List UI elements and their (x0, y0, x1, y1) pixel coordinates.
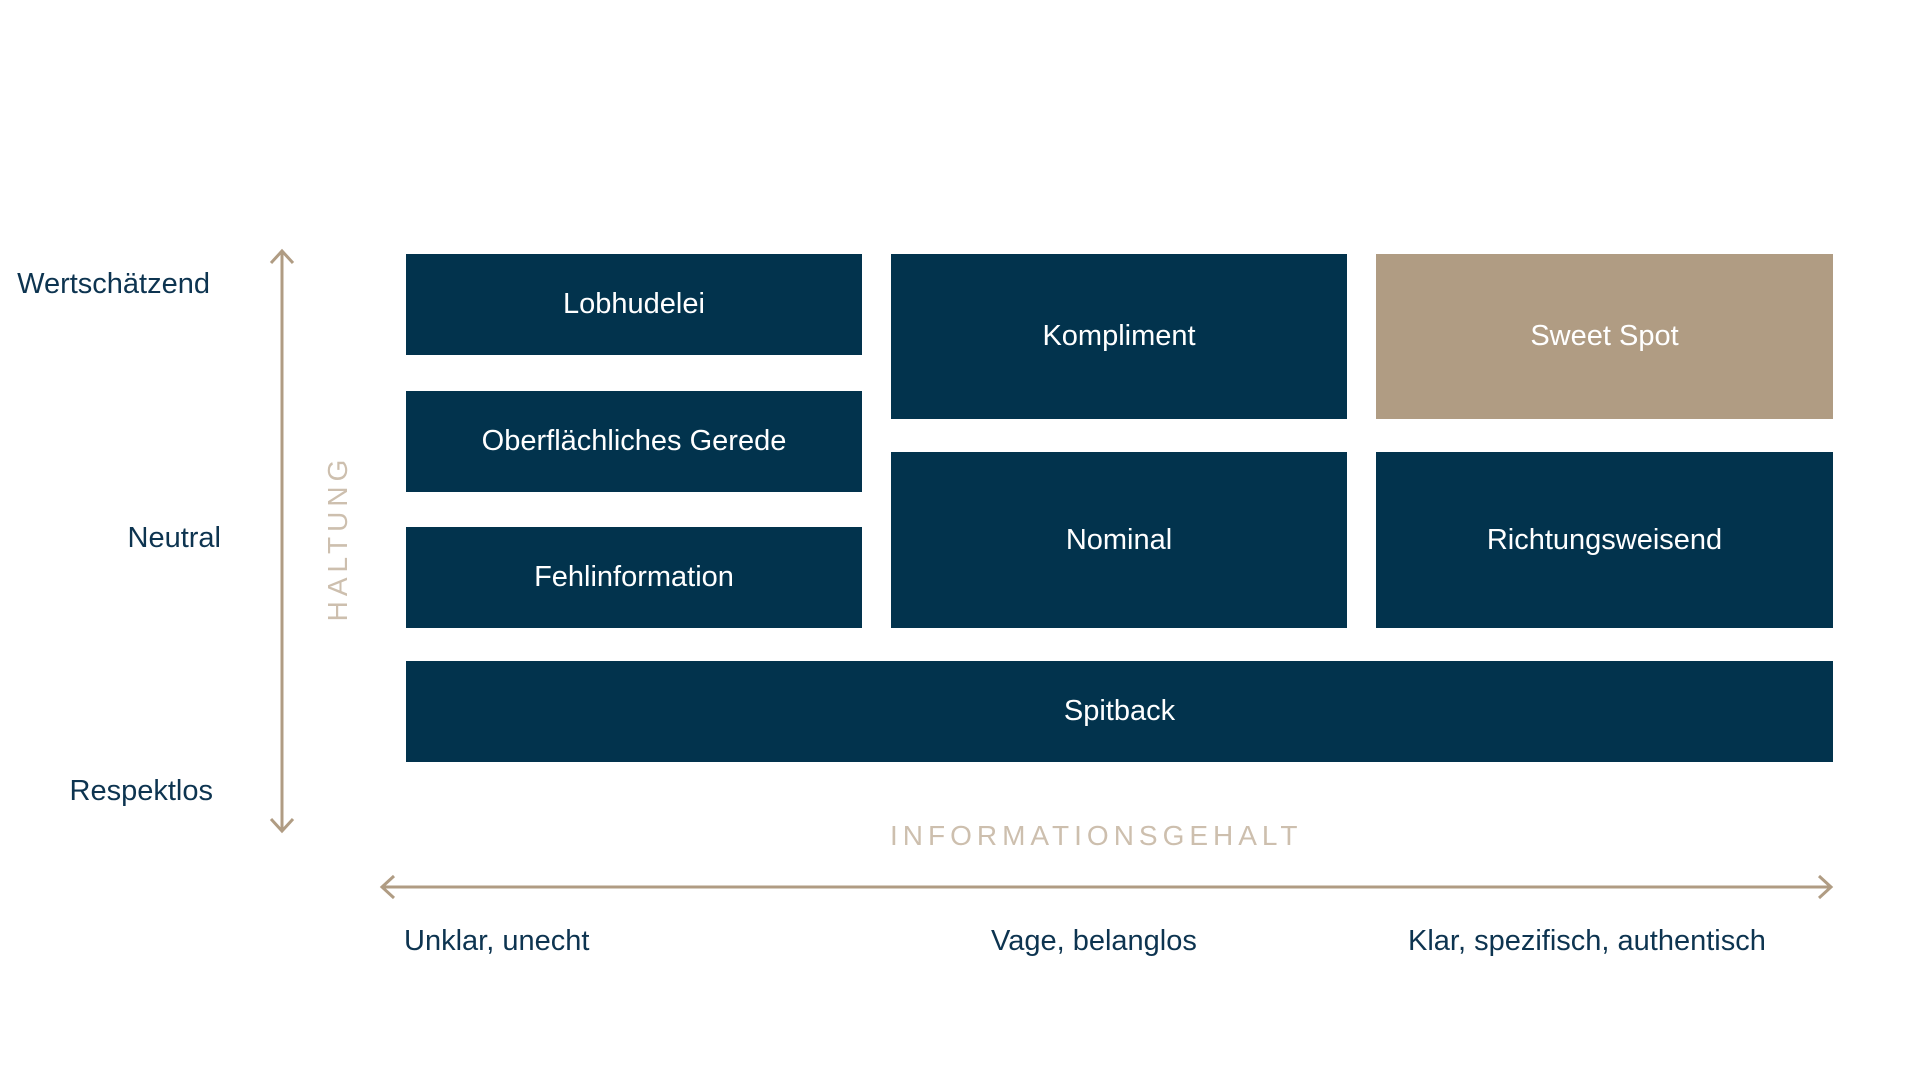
box-oberflaechliches-gerede: Oberflächliches Gerede (406, 391, 862, 492)
box-fehlinformation: Fehlinformation (406, 527, 862, 628)
box-kompliment: Kompliment (891, 254, 1347, 419)
y-axis-title: HALTUNG (322, 454, 353, 622)
y-level-neutral: Neutral (127, 522, 222, 554)
box-spitback: Spitback (406, 661, 1833, 762)
x-level-unklar: Unklar, unecht (404, 925, 590, 957)
x-axis-title: INFORMATIONSGEHALT (890, 820, 1303, 851)
x-level-klar: Klar, spezifisch, authentisch (1408, 925, 1766, 957)
x-level-vage: Vage, belanglos (991, 925, 1197, 957)
box-lobhudelei: Lobhudelei (406, 254, 862, 355)
x-axis-arrow (379, 874, 1834, 900)
y-level-wertschaetzend: Wertschätzend (17, 268, 210, 300)
box-richtungsweisend: Richtungsweisend (1376, 452, 1833, 628)
y-axis-arrow (269, 248, 295, 834)
box-nominal: Nominal (891, 452, 1347, 628)
y-level-respektlos: Respektlos (69, 775, 213, 807)
box-sweet-spot: Sweet Spot (1376, 254, 1833, 419)
